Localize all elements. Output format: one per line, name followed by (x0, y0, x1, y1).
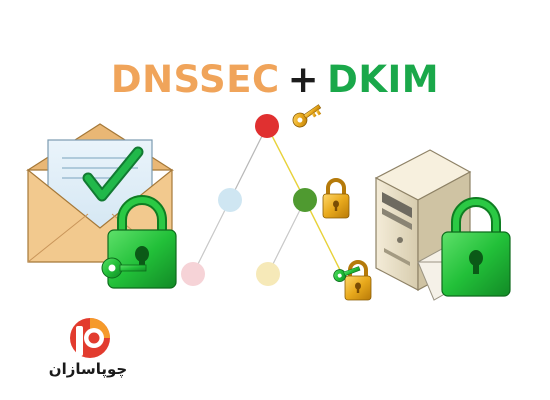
page-title: DNSSEC+DKIM (0, 58, 550, 101)
title-dnssec: DNSSEC (110, 58, 280, 101)
key-icon (101, 257, 147, 279)
server-icon (374, 149, 472, 292)
tree-node-left (218, 188, 242, 212)
padlock-icon (344, 260, 372, 301)
brand-name: چوپاسازان (48, 360, 128, 378)
tree-node-leaf-2 (256, 262, 280, 286)
padlock-icon (441, 197, 511, 297)
logo-icon (70, 318, 110, 358)
dns-tree (181, 114, 343, 286)
padlock-icon (322, 178, 350, 219)
title-plus: + (287, 58, 320, 101)
tree-node-root (255, 114, 279, 138)
checkmark-icon (82, 146, 144, 202)
key-icon (292, 104, 322, 128)
tree-node-right (293, 188, 317, 212)
key-icon (333, 266, 361, 282)
tree-node-leaf-1 (181, 262, 205, 286)
title-dkim: DKIM (327, 58, 440, 101)
